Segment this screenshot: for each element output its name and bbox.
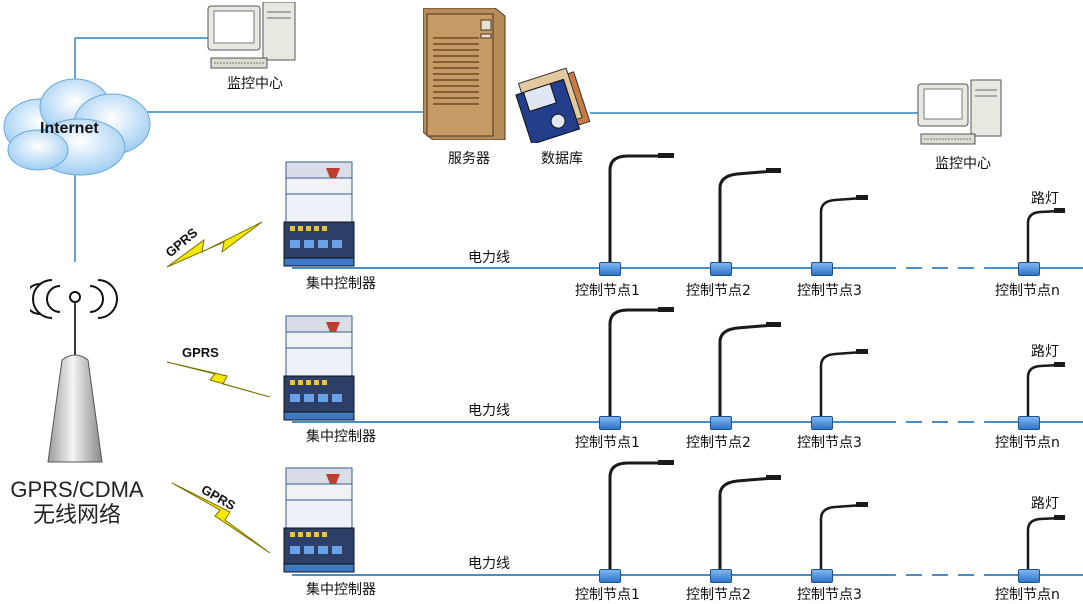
controller-device-icon xyxy=(283,161,355,267)
controller-device-icon xyxy=(283,315,355,421)
control-node-box xyxy=(710,569,732,583)
street-lamp-icon xyxy=(1026,208,1065,268)
lightning-icon xyxy=(166,361,271,398)
control-node-box xyxy=(1018,416,1040,430)
monitor-computer-icon xyxy=(207,2,296,69)
monitor-center-right-label: 监控中心 xyxy=(935,156,991,172)
control-node-label: 控制节点n xyxy=(995,435,1060,451)
street-lamp-icon xyxy=(608,153,674,268)
street-lamp-icon xyxy=(819,195,868,268)
control-node-box xyxy=(599,416,621,430)
server-label: 服务器 xyxy=(448,151,490,167)
control-node-label: 控制节点n xyxy=(995,587,1060,603)
cell-tower-icon xyxy=(30,279,118,463)
powerline-label: 电力线 xyxy=(468,403,510,419)
control-node-box xyxy=(710,262,732,276)
wireless-network-line1: GPRS/CDMA xyxy=(10,477,144,502)
street-lamp-icon xyxy=(608,460,674,575)
control-node-label: 控制节点3 xyxy=(797,283,862,299)
controller-device-icon xyxy=(283,467,355,573)
street-lamp-icon xyxy=(608,307,674,422)
street-lamp-label: 路灯 xyxy=(1031,191,1059,207)
powerline-label: 电力线 xyxy=(468,250,510,266)
street-lamp-label: 路灯 xyxy=(1031,496,1059,512)
control-node-label: 控制节点1 xyxy=(575,435,640,451)
lightning-icon xyxy=(166,221,263,268)
street-lamp-icon xyxy=(718,322,781,422)
control-node-label: 控制节点2 xyxy=(686,435,751,451)
controller-label: 集中控制器 xyxy=(306,582,376,598)
gprs-label: GPRS xyxy=(182,345,219,360)
control-node-box xyxy=(811,416,833,430)
database-icon xyxy=(515,67,591,143)
lightning-icon xyxy=(171,482,271,554)
street-lamp-icon xyxy=(819,502,868,575)
internet-label: Internet xyxy=(40,120,99,137)
control-node-box xyxy=(1018,262,1040,276)
street-lamp-icon xyxy=(718,475,781,575)
street-lamp-icon xyxy=(718,168,781,268)
database-label: 数据库 xyxy=(541,151,583,167)
control-node-label: 控制节点1 xyxy=(575,587,640,603)
control-node-label: 控制节点2 xyxy=(686,283,751,299)
control-node-box xyxy=(710,416,732,430)
control-node-box xyxy=(811,262,833,276)
street-lamp-icon xyxy=(1026,515,1065,575)
control-node-box xyxy=(599,262,621,276)
control-node-label: 控制节点n xyxy=(995,283,1060,299)
controller-label: 集中控制器 xyxy=(306,429,376,445)
monitor-center-top-label: 监控中心 xyxy=(227,76,283,92)
control-node-label: 控制节点3 xyxy=(797,435,862,451)
controller-label: 集中控制器 xyxy=(306,276,376,292)
street-lamp-label: 路灯 xyxy=(1031,344,1059,360)
control-node-label: 控制节点2 xyxy=(686,587,751,603)
powerline-label: 电力线 xyxy=(468,556,510,572)
street-lamp-icon xyxy=(819,349,868,422)
control-node-box xyxy=(811,569,833,583)
control-node-label: 控制节点1 xyxy=(575,283,640,299)
wireless-network-label: GPRS/CDMA 无线网络 xyxy=(2,477,152,528)
street-lamp-icon xyxy=(1026,362,1065,422)
wireless-network-line2: 无线网络 xyxy=(32,502,121,528)
control-node-box xyxy=(599,569,621,583)
monitor-computer-icon xyxy=(917,79,1002,145)
internet-cloud-icon xyxy=(3,78,151,176)
control-node-label: 控制节点3 xyxy=(797,587,862,603)
server-icon xyxy=(423,8,506,140)
control-node-box xyxy=(1018,569,1040,583)
